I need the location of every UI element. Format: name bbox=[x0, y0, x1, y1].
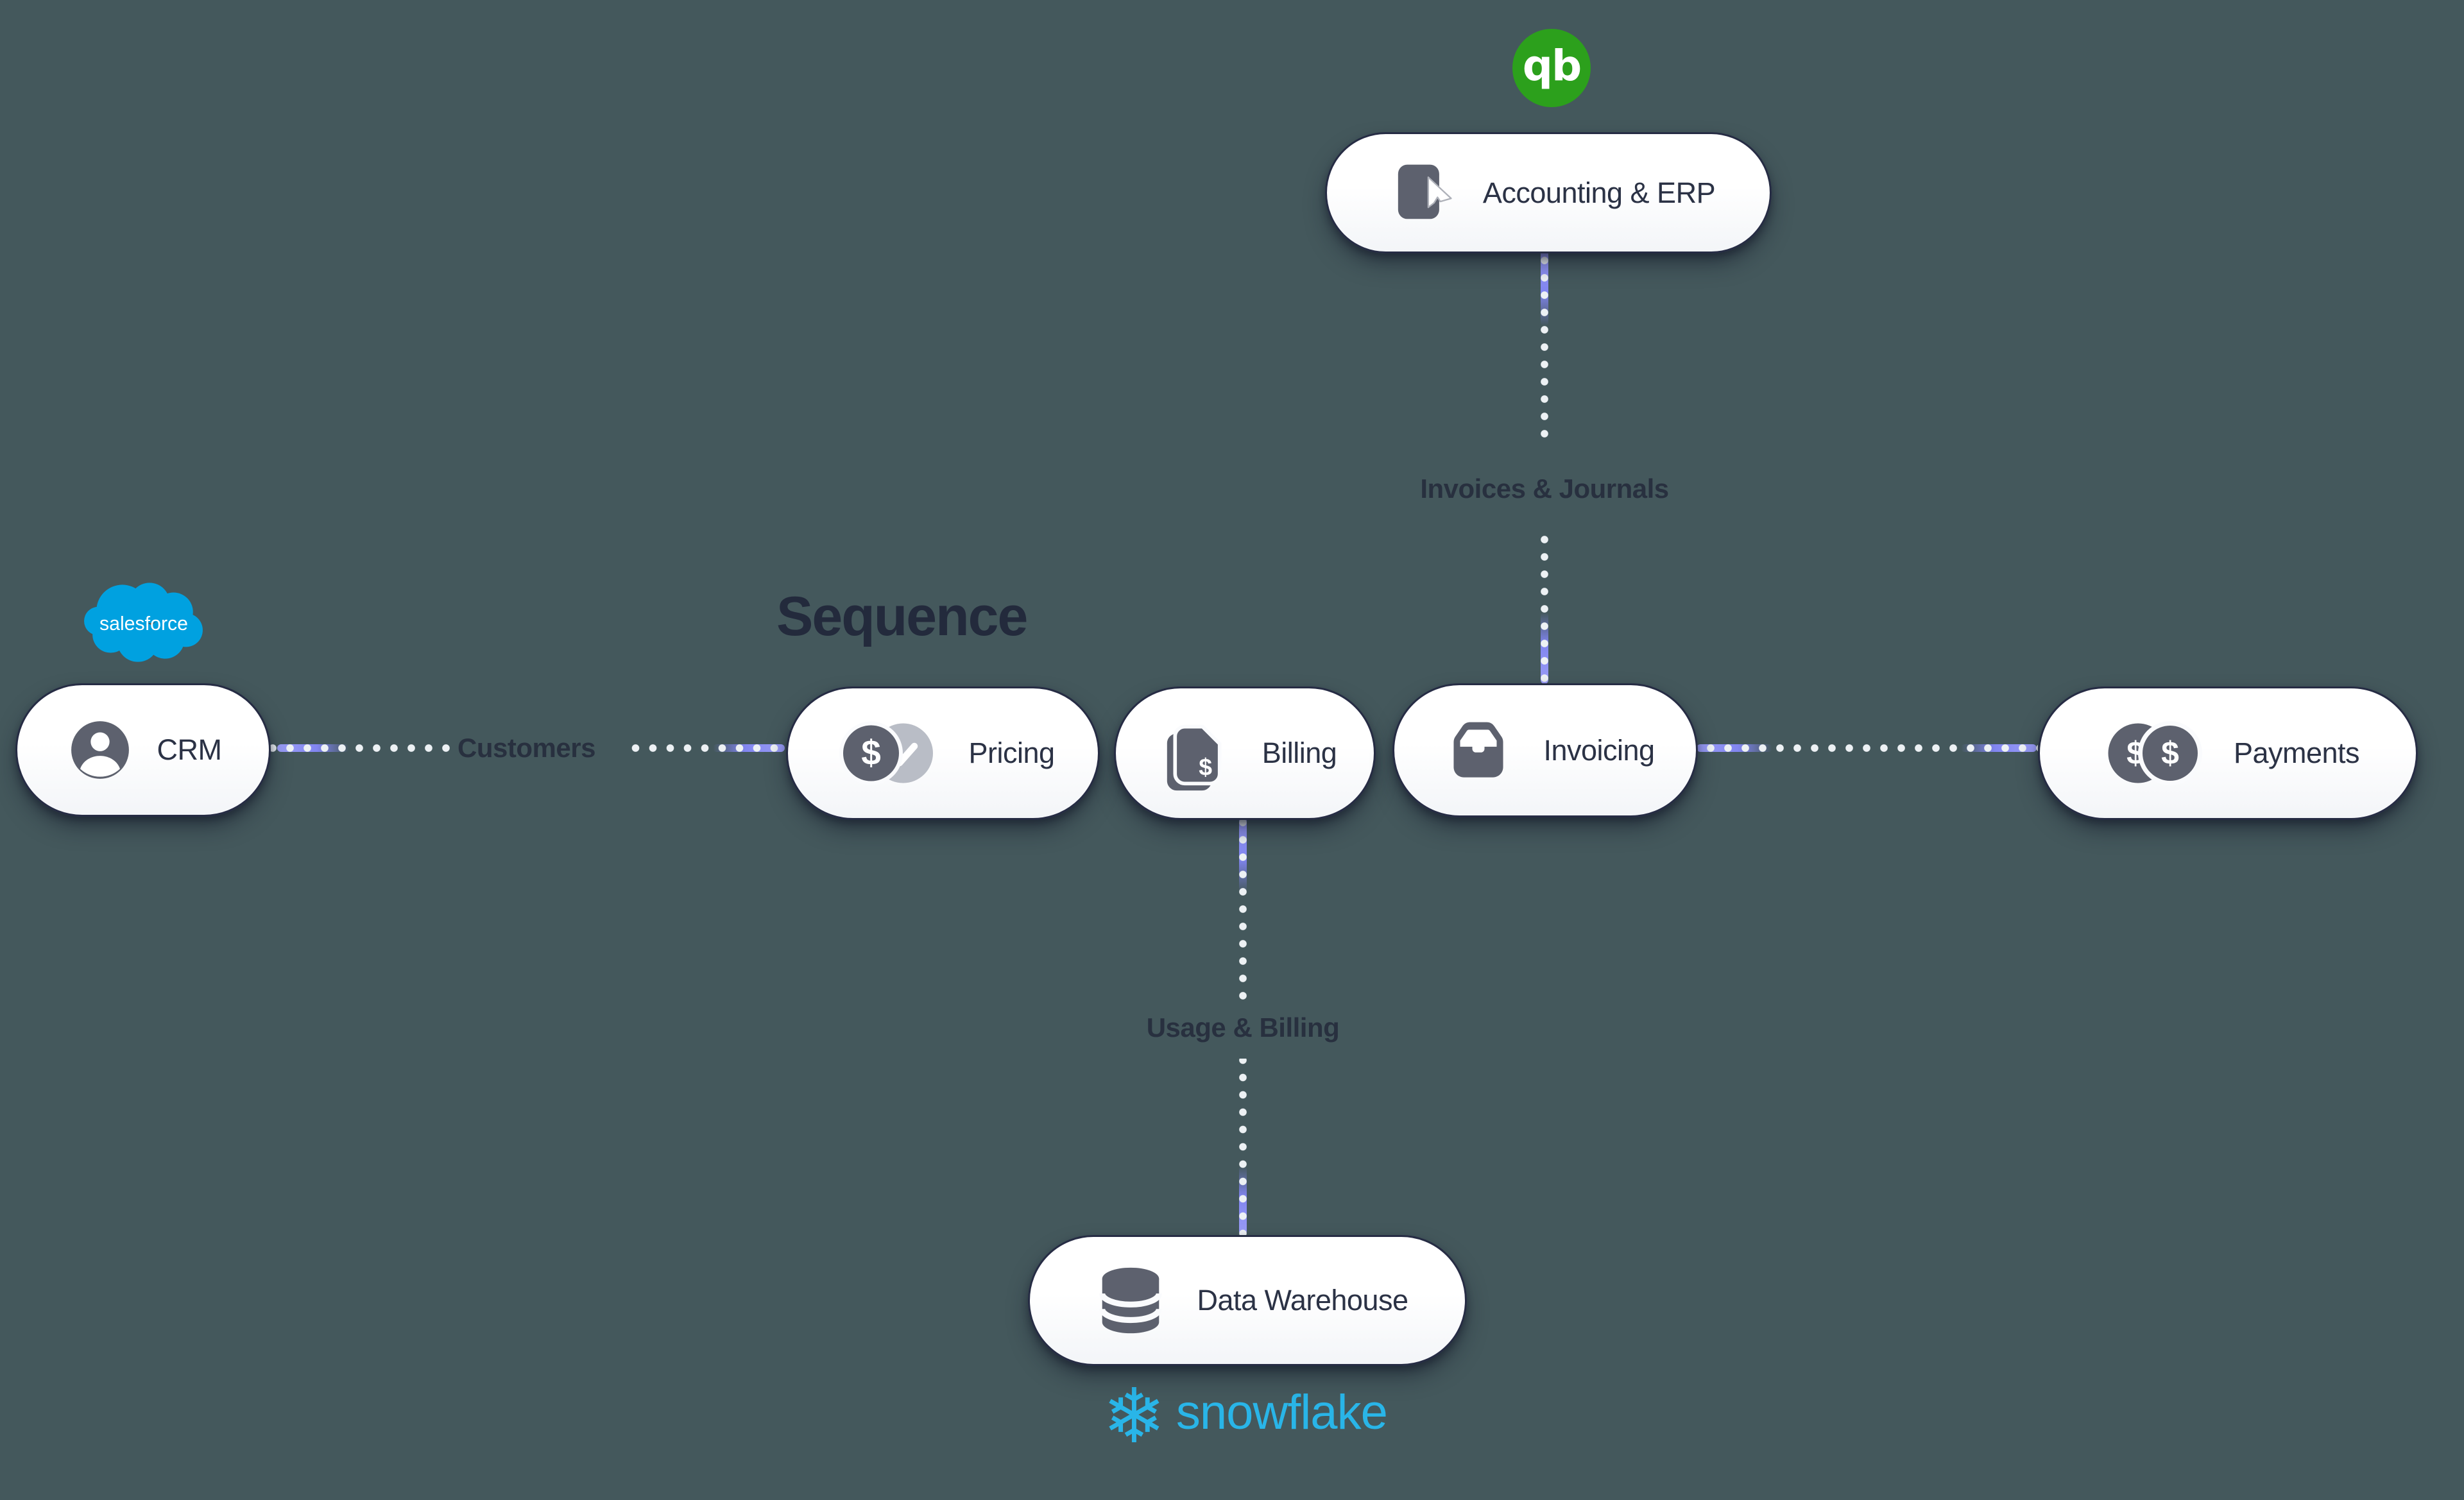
user-icon bbox=[65, 715, 135, 785]
edge-accounting-to-invoicing: Invoices & Journals bbox=[1420, 250, 1669, 684]
node-data-warehouse[interactable]: Data Warehouse bbox=[1028, 1235, 1467, 1366]
node-accounting-erp[interactable]: Accounting & ERP bbox=[1325, 132, 1772, 253]
dotted-line-segment bbox=[267, 744, 452, 752]
node-pricing[interactable]: $ Pricing bbox=[786, 686, 1100, 820]
page-title: Sequence bbox=[776, 586, 1028, 647]
node-label: Payments bbox=[2233, 737, 2360, 769]
node-label: Data Warehouse bbox=[1197, 1284, 1408, 1317]
edge-invoicing-to-payments bbox=[1695, 744, 2038, 752]
dotted-line-segment bbox=[1695, 744, 2038, 752]
database-icon bbox=[1086, 1256, 1175, 1345]
node-label: Billing bbox=[1262, 737, 1337, 769]
edge-crm-to-pricing: Customers bbox=[267, 733, 786, 763]
node-billing[interactable]: $ Billing bbox=[1114, 686, 1376, 820]
dotted-line-segment bbox=[1239, 816, 1247, 1002]
node-label: CRM bbox=[157, 733, 222, 766]
edge-label-invoices-journals: Invoices & Journals bbox=[1420, 473, 1669, 504]
salesforce-logo: salesforce bbox=[82, 577, 205, 663]
dollar-coin-check-icon: $ bbox=[831, 715, 946, 792]
document-cursor-icon bbox=[1382, 153, 1461, 233]
node-invoicing[interactable]: Invoicing bbox=[1392, 683, 1698, 817]
node-crm[interactable]: CRM bbox=[15, 683, 271, 817]
quickbooks-logo-text: qb bbox=[1522, 40, 1582, 90]
svg-text:$: $ bbox=[2161, 735, 2179, 771]
edge-label-customers: Customers bbox=[458, 733, 595, 763]
node-payments[interactable]: $ $ Payments bbox=[2038, 686, 2418, 820]
node-label: Pricing bbox=[968, 737, 1055, 769]
salesforce-logo-text: salesforce bbox=[99, 613, 188, 635]
edge-billing-to-warehouse: Usage & Billing bbox=[1147, 816, 1340, 1235]
dollar-coins-icon: $ $ bbox=[2096, 715, 2212, 792]
snowflake-logo: ❄ snowflake bbox=[1102, 1372, 1388, 1460]
quickbooks-logo: qb bbox=[1512, 29, 1591, 107]
salesforce-cloud-icon: salesforce bbox=[84, 583, 203, 662]
node-label: Accounting & ERP bbox=[1482, 176, 1716, 209]
dotted-line-segment bbox=[1239, 1059, 1247, 1235]
dotted-line-segment bbox=[1541, 250, 1548, 444]
node-label: Invoicing bbox=[1543, 733, 1655, 767]
billing-documents-icon: $ bbox=[1153, 710, 1240, 797]
edge-label-usage-billing: Usage & Billing bbox=[1146, 1012, 1340, 1043]
snowflake-logo-text: snowflake bbox=[1176, 1385, 1388, 1440]
svg-text:$: $ bbox=[862, 733, 882, 772]
dotted-line-segment bbox=[1541, 534, 1548, 684]
dotted-line-segment bbox=[624, 744, 786, 752]
snowflake-icon: ❄ bbox=[1102, 1372, 1166, 1460]
inbox-tray-icon bbox=[1435, 708, 1521, 794]
svg-text:$: $ bbox=[1199, 753, 1212, 780]
